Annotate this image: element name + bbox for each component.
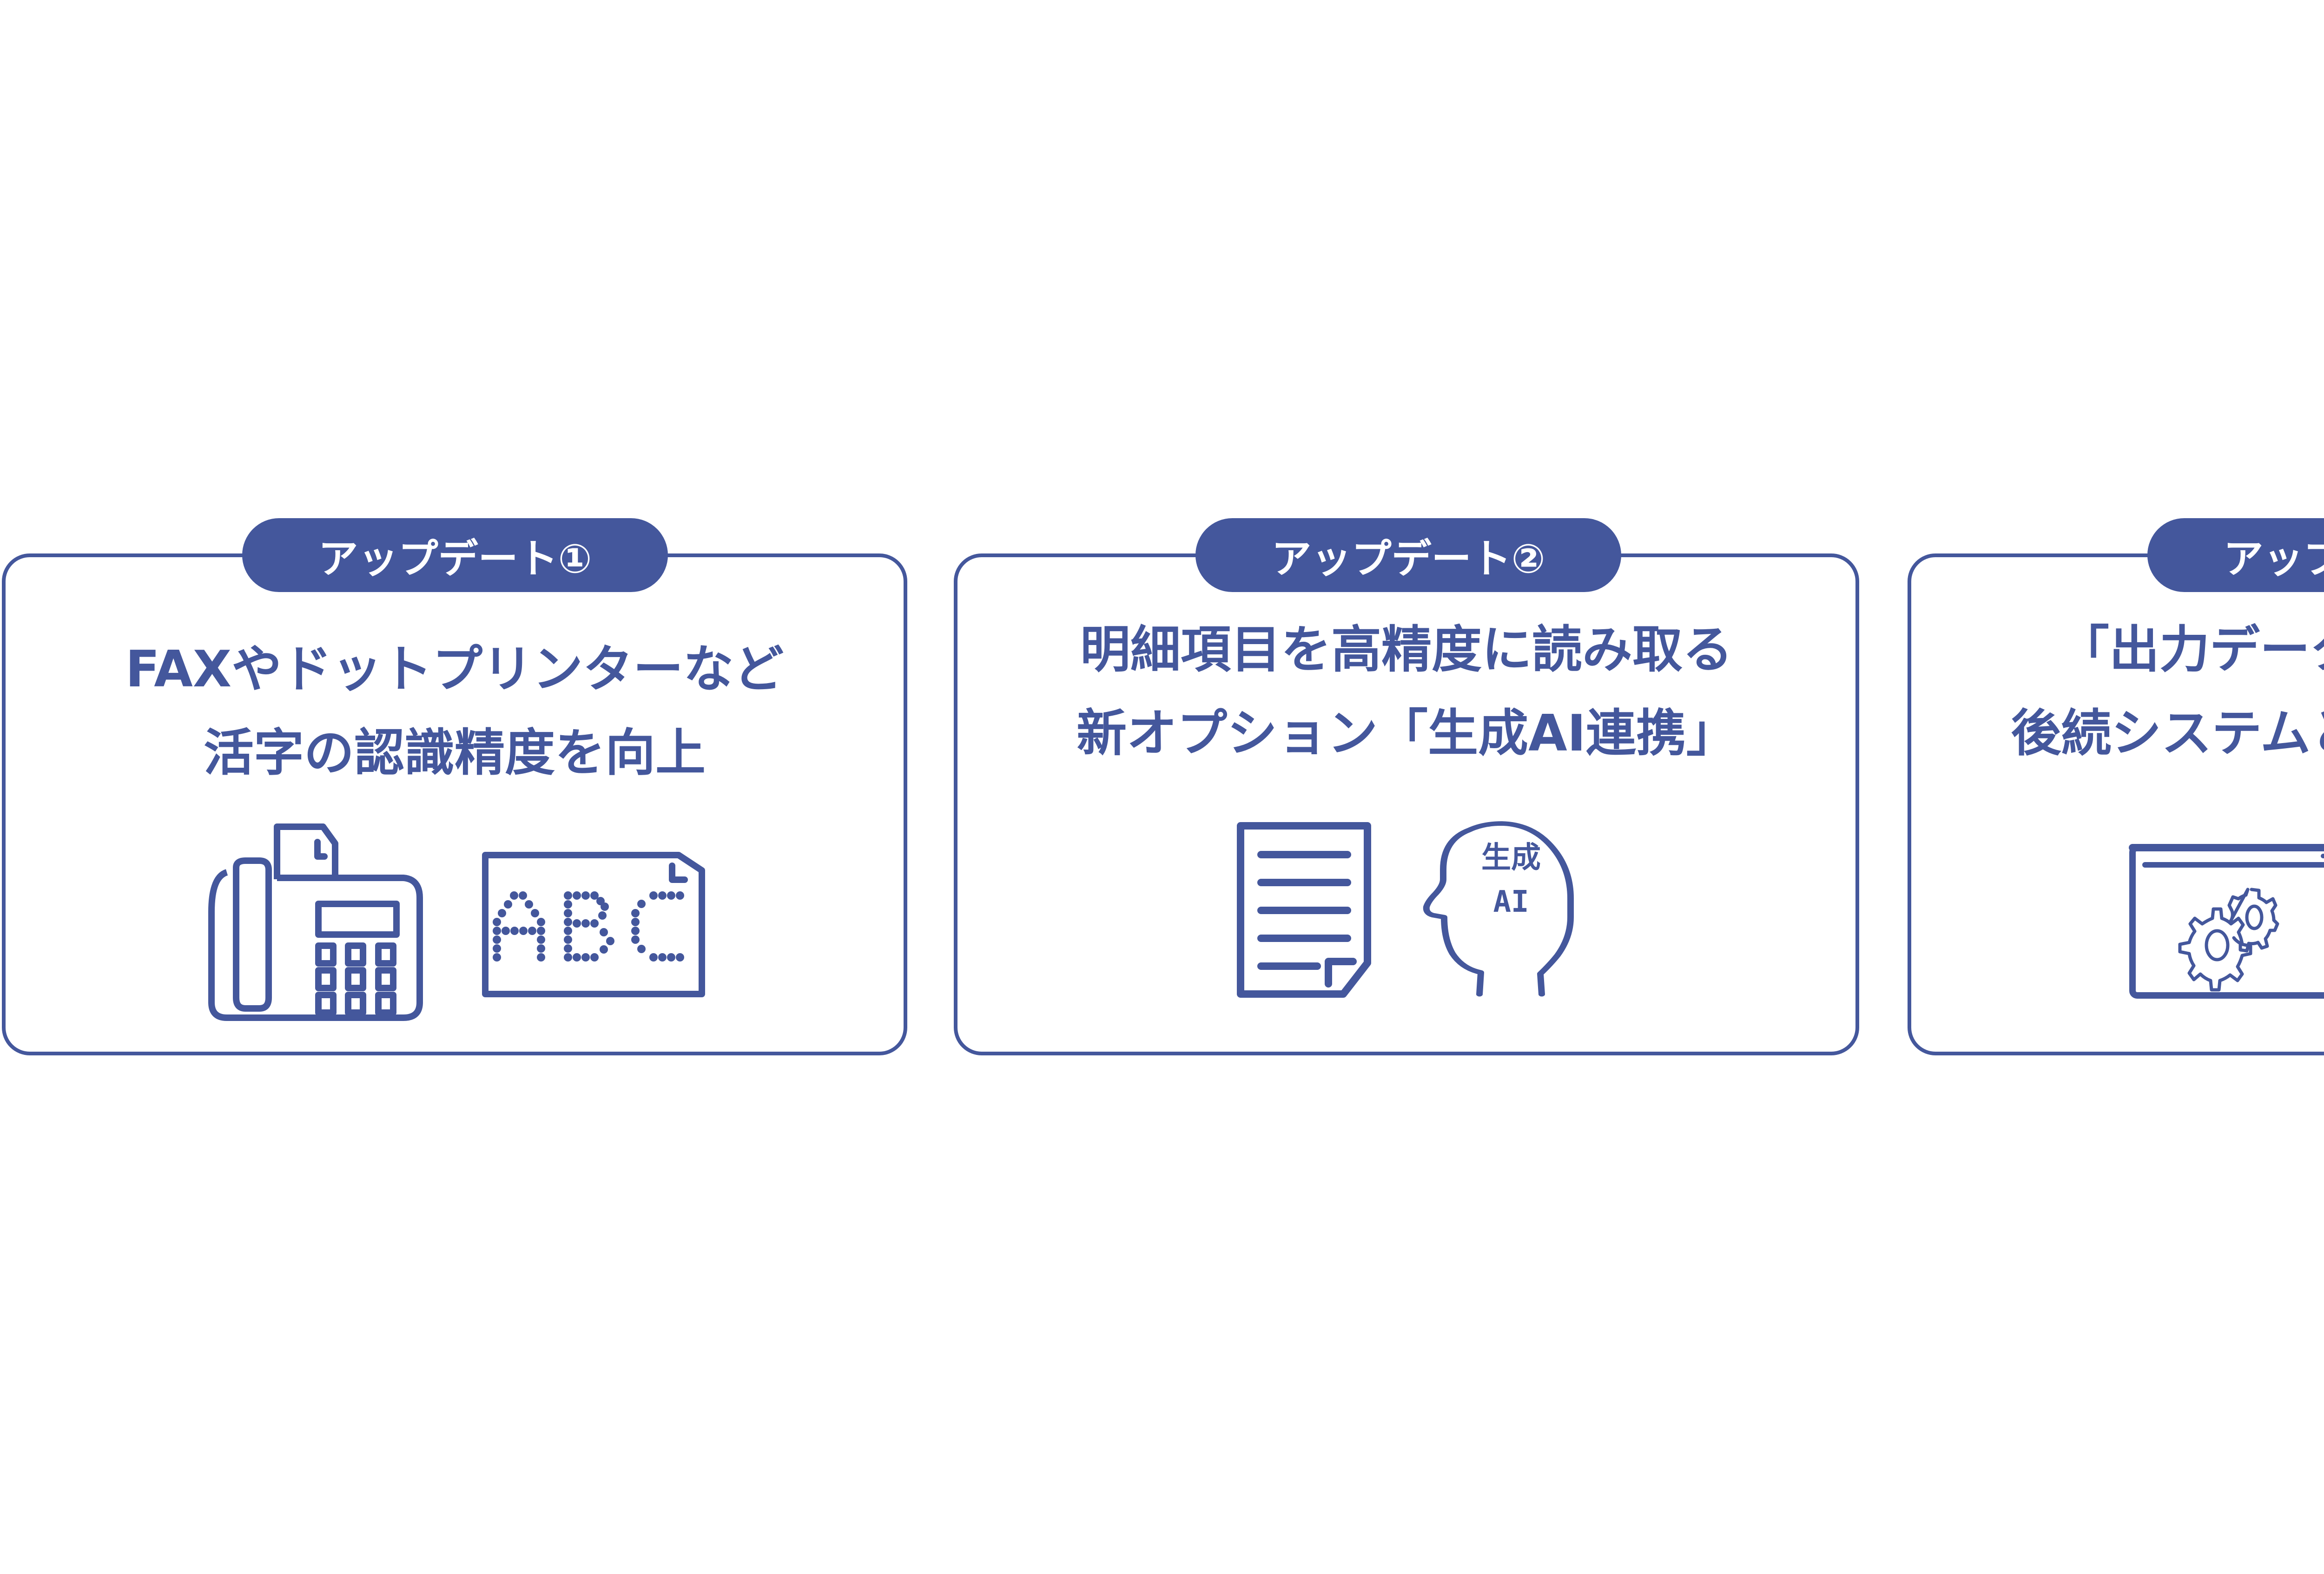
update-card-1: FAXやドットプリンターなど 活字の認識精度を向上 — [2, 553, 907, 1055]
ai-head-label-line-1: 生成 — [1481, 841, 1541, 875]
card-3-badge: アップデート③ — [2147, 518, 2324, 592]
update-card-3: 「出力データ変換」機能で 後続システムとスムーズに連携 — [1908, 553, 2324, 1055]
update-card-2: 明細項目を高精度に読み取る 新オプション「生成AI連携」 — [954, 553, 1859, 1055]
ai-head-label-line-2: AI — [1493, 885, 1529, 919]
card-2-title-line-1: 明細項目を高精度に読み取る — [1080, 621, 1733, 679]
document-icon — [1237, 822, 1372, 998]
card-2-badge: アップデート② — [1195, 518, 1621, 592]
ai-head-icon: 生成 AI — [1423, 805, 1581, 998]
card-3-title-line-1: 「出力データ変換」機能で — [2059, 621, 2324, 679]
app-window-gears-icon — [2129, 844, 2324, 999]
card-2-title-line-2: 新オプション「生成AI連携」 — [1076, 705, 1736, 763]
card-1-title-line-2: 活字の認識精度を向上 — [203, 724, 706, 782]
card-1-badge: アップデート① — [242, 518, 668, 592]
card-1-title-line-1: FAXやドットプリンターなど — [125, 640, 784, 698]
dot-matrix-abc-document-icon — [482, 852, 705, 997]
card-3-title-line-2: 後続システムとスムーズに連携 — [2011, 705, 2324, 763]
fax-machine-icon — [208, 823, 423, 1021]
